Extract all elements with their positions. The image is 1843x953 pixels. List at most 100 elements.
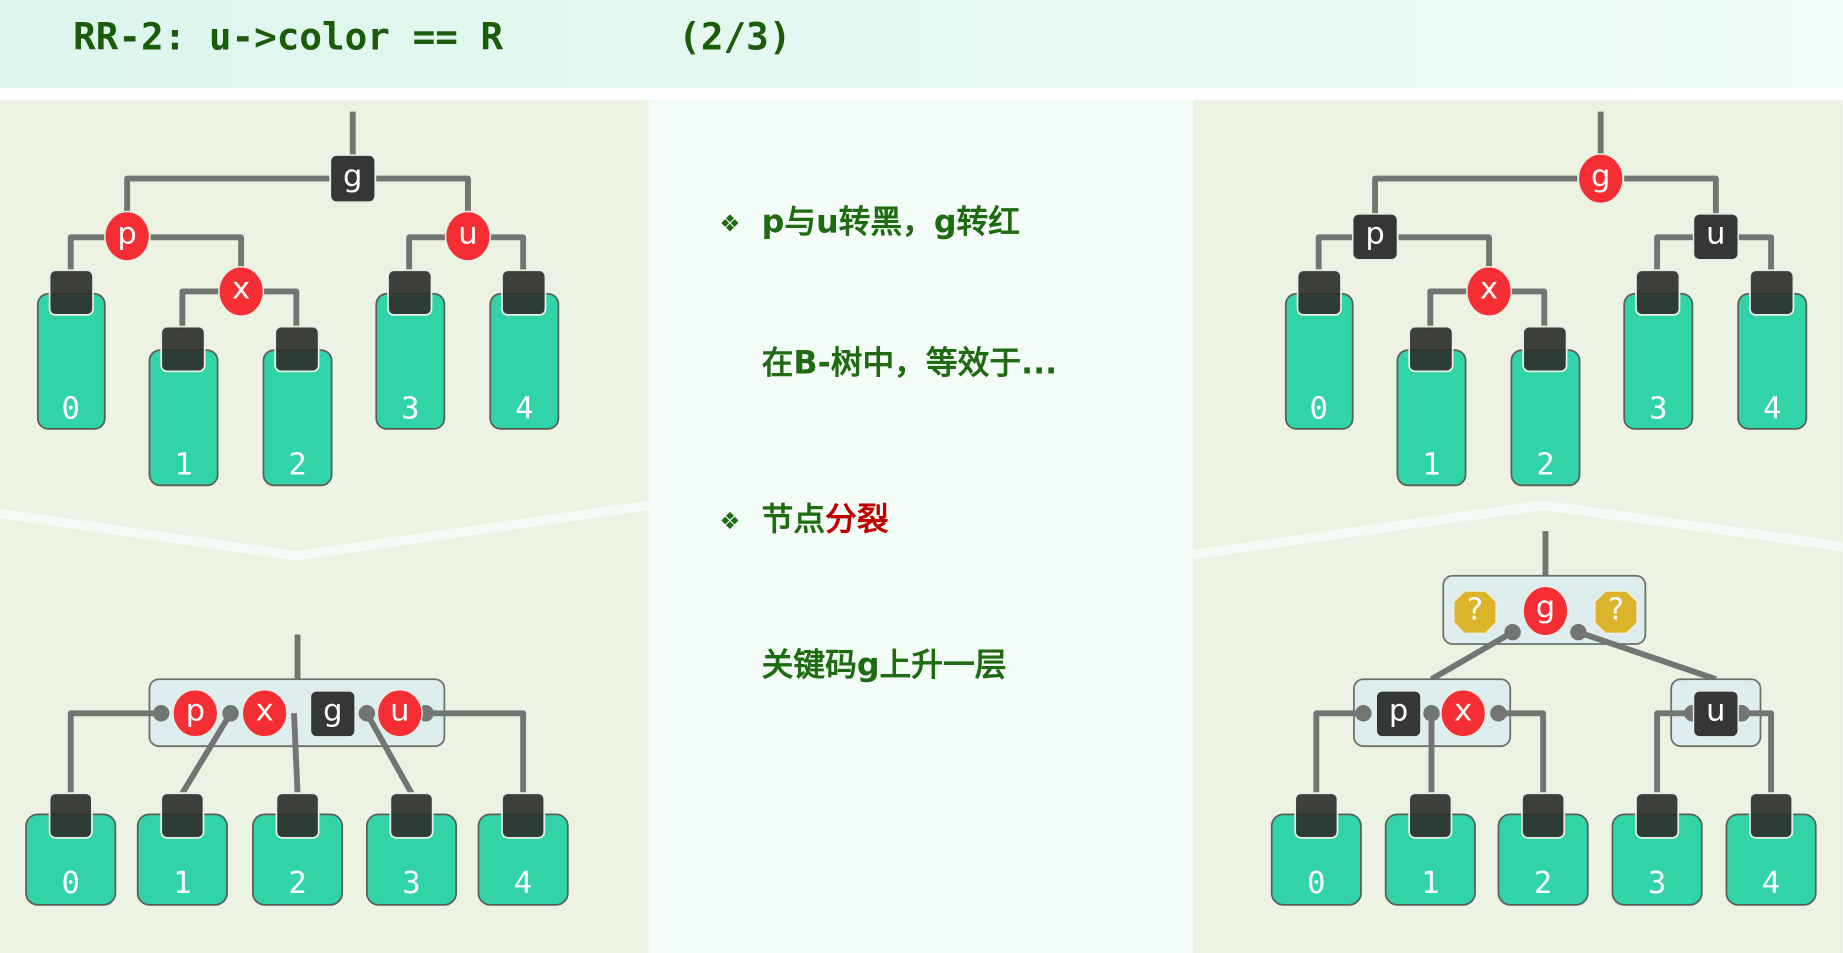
- leaf-2: 2: [1510, 325, 1581, 487]
- leaf-0: 0: [36, 269, 106, 430]
- shape: [1522, 585, 1569, 637]
- shape: [501, 269, 547, 316]
- shape: [48, 269, 94, 316]
- divider-left: [0, 500, 650, 561]
- leaf-1: 1: [1396, 325, 1467, 487]
- key-u-red: u: [376, 689, 423, 738]
- key-x-red: x: [241, 689, 288, 738]
- shape: [1315, 111, 1775, 330]
- leaf-4: 4: [1737, 269, 1808, 430]
- leaf-3: 3: [375, 269, 446, 430]
- shape: [1408, 792, 1453, 839]
- label: 1: [1421, 866, 1439, 901]
- middle-panel: [648, 99, 1193, 953]
- label: 0: [1307, 866, 1325, 901]
- shape: [1313, 710, 1775, 794]
- shape: [501, 792, 546, 839]
- label: x: [1454, 693, 1472, 728]
- label: 4: [1762, 866, 1780, 901]
- label: 1: [1422, 448, 1440, 483]
- shape: [1466, 266, 1513, 317]
- shape: [1355, 705, 1372, 722]
- shape: [152, 705, 170, 722]
- shape: [1749, 792, 1794, 839]
- label: 4: [1763, 391, 1781, 426]
- shape: [1375, 690, 1422, 738]
- shape: [1440, 689, 1487, 738]
- key-p-red: p: [172, 689, 219, 738]
- label: p: [186, 693, 205, 728]
- rb-tree-before: 0 1 2 3 4 g p u x: [36, 111, 560, 487]
- leaf-1: 1: [136, 792, 228, 906]
- label: 2: [1536, 448, 1554, 483]
- key-g-black: g: [309, 690, 356, 738]
- label: u: [390, 693, 409, 728]
- key-p-black: p: [1375, 690, 1422, 738]
- label: u: [1706, 216, 1725, 251]
- leaf-0: 0: [1270, 792, 1362, 906]
- node-x-red: x: [218, 266, 265, 317]
- leaf-4: 4: [1725, 792, 1817, 906]
- leaf-3: 3: [1623, 269, 1694, 430]
- label: p: [1389, 693, 1408, 728]
- node-p-red: p: [104, 210, 151, 262]
- header-band: [0, 0, 1843, 89]
- shape: [1504, 623, 1521, 641]
- shape: [376, 689, 423, 738]
- label: 1: [174, 448, 192, 483]
- label: p: [117, 216, 136, 251]
- shape: [1692, 690, 1739, 738]
- bullet-icon: ❖: [719, 507, 740, 535]
- shape: [218, 266, 265, 317]
- btree-after: ? g ? p x u 0 1 2 3 4: [1270, 531, 1817, 906]
- leaf-0: 0: [25, 792, 117, 906]
- shape: [1749, 269, 1795, 316]
- slide-title: RR-2: u->color == R: [73, 14, 503, 58]
- node-p-black: p: [1352, 213, 1399, 261]
- shape: [444, 210, 491, 262]
- shape: [1352, 213, 1399, 261]
- leaf-4: 4: [489, 269, 560, 430]
- shape: [160, 792, 205, 839]
- label: g: [1591, 159, 1610, 194]
- shape: [1635, 269, 1681, 316]
- label: 3: [1649, 391, 1667, 426]
- shape: [1408, 325, 1454, 373]
- leaf-2: 2: [262, 325, 333, 487]
- leaf-1: 1: [148, 325, 219, 487]
- divider-right: [1192, 500, 1843, 560]
- shape: [1521, 792, 1566, 839]
- leaf-1: 1: [1384, 792, 1476, 906]
- leaf-3: 3: [365, 792, 458, 906]
- label: g: [343, 159, 362, 194]
- unknown-key-left: ?: [1453, 590, 1497, 635]
- shape: [222, 705, 239, 722]
- label: x: [256, 693, 274, 728]
- label: x: [1480, 272, 1498, 307]
- label: g: [323, 693, 342, 728]
- label: 0: [1309, 391, 1327, 426]
- node-g-red: g: [1577, 153, 1624, 204]
- shape: [67, 710, 527, 795]
- label: ?: [1608, 592, 1624, 627]
- shape: [104, 210, 151, 262]
- node-u-red: u: [444, 210, 491, 262]
- label: u: [1706, 693, 1725, 728]
- leaf-4: 4: [477, 792, 569, 906]
- key-x-red: x: [1440, 689, 1487, 738]
- node-x-red: x: [1466, 266, 1513, 317]
- shape: [309, 690, 356, 738]
- shape: [48, 792, 93, 839]
- label: 2: [288, 448, 306, 483]
- shape: [1594, 590, 1638, 635]
- shape: [274, 325, 320, 373]
- shape: [387, 269, 433, 316]
- label: 3: [1648, 866, 1666, 901]
- shape: [389, 792, 434, 839]
- shape: [1294, 792, 1339, 839]
- key-u-black: u: [1692, 690, 1739, 738]
- shape: [1296, 269, 1342, 316]
- label: 0: [62, 866, 80, 901]
- unknown-key-right: ?: [1594, 590, 1638, 635]
